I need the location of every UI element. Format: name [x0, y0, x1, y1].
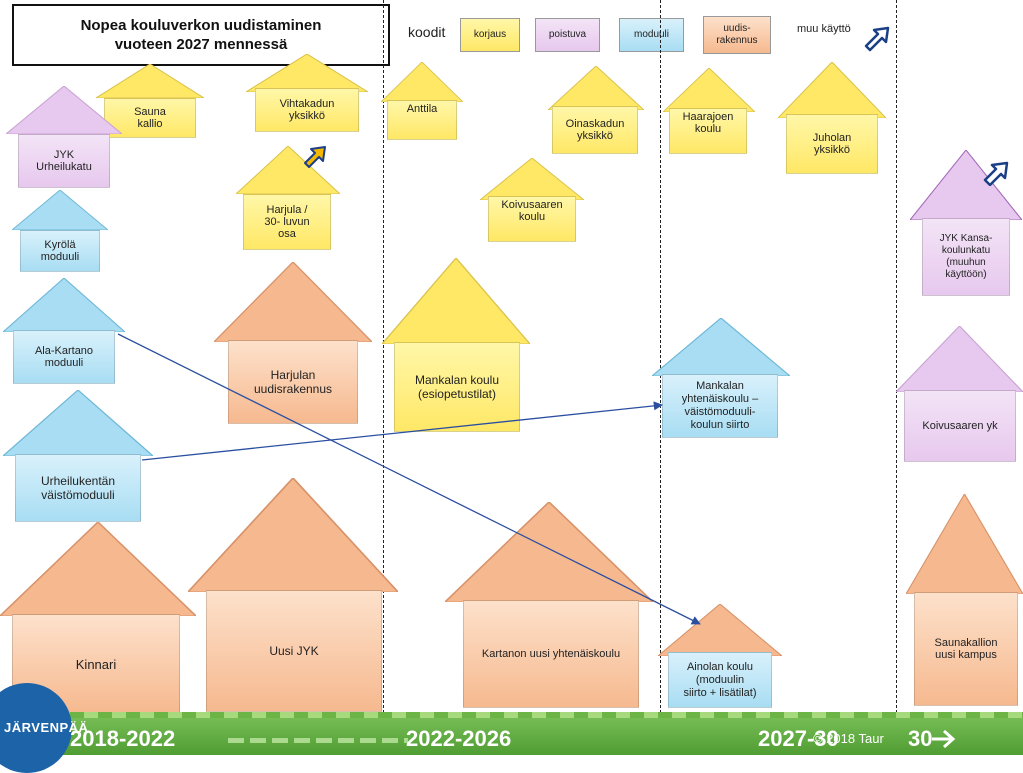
label-mankalan-yht: Mankalan yhtenäiskoulu – väistömoduuli- …: [662, 374, 778, 438]
period-30-arrow-icon: [932, 729, 956, 749]
timeline-dashes: [228, 738, 408, 743]
house-sauna-kallio: Sauna kallio: [96, 64, 204, 138]
legend-muu-kaytto: muu käyttö: [797, 23, 851, 35]
copyright-text: © 2018 Taur: [813, 731, 884, 746]
divider-2022: [383, 0, 384, 718]
label-koivusaaren-yk: Koivusaaren yk: [904, 390, 1016, 462]
house-anttila: Anttila: [381, 62, 463, 140]
house-juholan: Juholan yksikkö: [778, 62, 886, 174]
label-koivusaaren-koulu: Koivusaaren koulu: [488, 196, 576, 242]
legend-korjaus: korjaus: [460, 18, 520, 52]
harjula-other-use-arrow-icon: [304, 146, 326, 168]
house-urheilukentan: Urheilukentän väistömoduuli: [3, 390, 153, 522]
house-saunakallion: Saunakallion uusi kampus: [906, 494, 1023, 706]
label-ala-kartano: Ala-Kartano moduuli: [13, 330, 115, 384]
relocation-arrows: [117, 333, 701, 625]
divider-2030: [896, 0, 897, 718]
label-saunakallion: Saunakallion uusi kampus: [914, 592, 1018, 706]
period-2027-30: 2027-30: [758, 726, 839, 751]
house-kartanon: Kartanon uusi yhtenäiskoulu: [445, 502, 653, 708]
label-uusi-jyk: Uusi JYK: [206, 590, 382, 712]
house-jyk-kansa: JYK Kansa- koulunkatu (muuhun käyttöön): [910, 150, 1022, 296]
house-koivusaaren-yk: Koivusaaren yk: [896, 326, 1023, 462]
legend-poistuva: poistuva: [535, 18, 600, 52]
timeline-stripe: [0, 712, 1023, 718]
house-mankalan-koulu: Mankalan koulu (esiopetustilat): [382, 258, 530, 432]
diagram-title: Nopea kouluverkon uudistaminen vuoteen 2…: [12, 4, 390, 66]
period-2022-2026: 2022-2026: [406, 726, 512, 751]
legend-heading: koodit: [408, 24, 446, 40]
arrow-urheilukentta-to-mankala: [141, 401, 663, 461]
period-30: 30: [908, 726, 933, 751]
label-anttila: Anttila: [387, 100, 457, 140]
label-harjulan-uudis: Harjulan uudisrakennus: [228, 340, 358, 424]
house-kyrola: Kyrölä moduuli: [12, 190, 108, 272]
jyk-kansa-other-use-arrow-icon: [983, 161, 1009, 186]
label-juholan: Juholan yksikkö: [786, 114, 878, 174]
period-2018-2022: 2018-2022: [70, 726, 176, 751]
legend-uudisrakennus: uudis- rakennus: [703, 16, 771, 54]
label-mankalan-koulu: Mankalan koulu (esiopetustilat): [394, 342, 520, 432]
label-jyk-kansa: JYK Kansa- koulunkatu (muuhun käyttöön): [922, 218, 1010, 296]
house-mankalan-yht: Mankalan yhtenäiskoulu – väistömoduuli- …: [652, 318, 790, 438]
house-vihtakadun: Vihtakadun yksikkö: [246, 54, 368, 132]
timeline-bar: [0, 712, 1023, 755]
label-harjula-30: Harjula / 30- luvun osa: [243, 194, 331, 250]
logo-text: JÄRVENPÄÄ: [4, 720, 89, 735]
other-use-arrow-icon: [864, 26, 890, 52]
label-jyk-urheilukatu: JYK Urheilukatu: [18, 134, 110, 188]
house-haarajoen: Haarajoen koulu: [663, 68, 755, 154]
house-oinaskadun: Oinaskadun yksikkö: [548, 66, 644, 154]
label-kyrola: Kyrölä moduuli: [20, 230, 100, 272]
house-ainolan: Ainolan koulu (moduulin siirto + lisätil…: [658, 604, 782, 708]
house-harjulan-uudis: Harjulan uudisrakennus: [214, 262, 372, 424]
house-jyk-urheilukatu: JYK Urheilukatu: [6, 86, 122, 188]
label-haarajoen: Haarajoen koulu: [669, 108, 747, 154]
label-oinaskadun: Oinaskadun yksikkö: [552, 106, 638, 154]
legend-moduuli: moduuli: [619, 18, 684, 52]
title-line-1: Nopea kouluverkon uudistaminen: [80, 17, 322, 34]
house-uusi-jyk: Uusi JYK: [188, 478, 398, 712]
house-koivusaaren-koulu: Koivusaaren koulu: [480, 158, 584, 242]
label-ainolan: Ainolan koulu (moduulin siirto + lisätil…: [668, 652, 772, 708]
title-line-2: vuoteen 2027 mennessä: [114, 36, 288, 53]
divider-2026: [660, 0, 661, 718]
arrow-ala-kartano-to-ainola: [117, 333, 701, 625]
house-ala-kartano: Ala-Kartano moduuli: [3, 278, 125, 384]
label-vihtakadun: Vihtakadun yksikkö: [255, 88, 359, 132]
label-kartanon: Kartanon uusi yhtenäiskoulu: [463, 600, 639, 708]
label-urheilukentan: Urheilukentän väistömoduuli: [15, 454, 141, 522]
house-harjula-30: Harjula / 30- luvun osa: [236, 146, 340, 250]
